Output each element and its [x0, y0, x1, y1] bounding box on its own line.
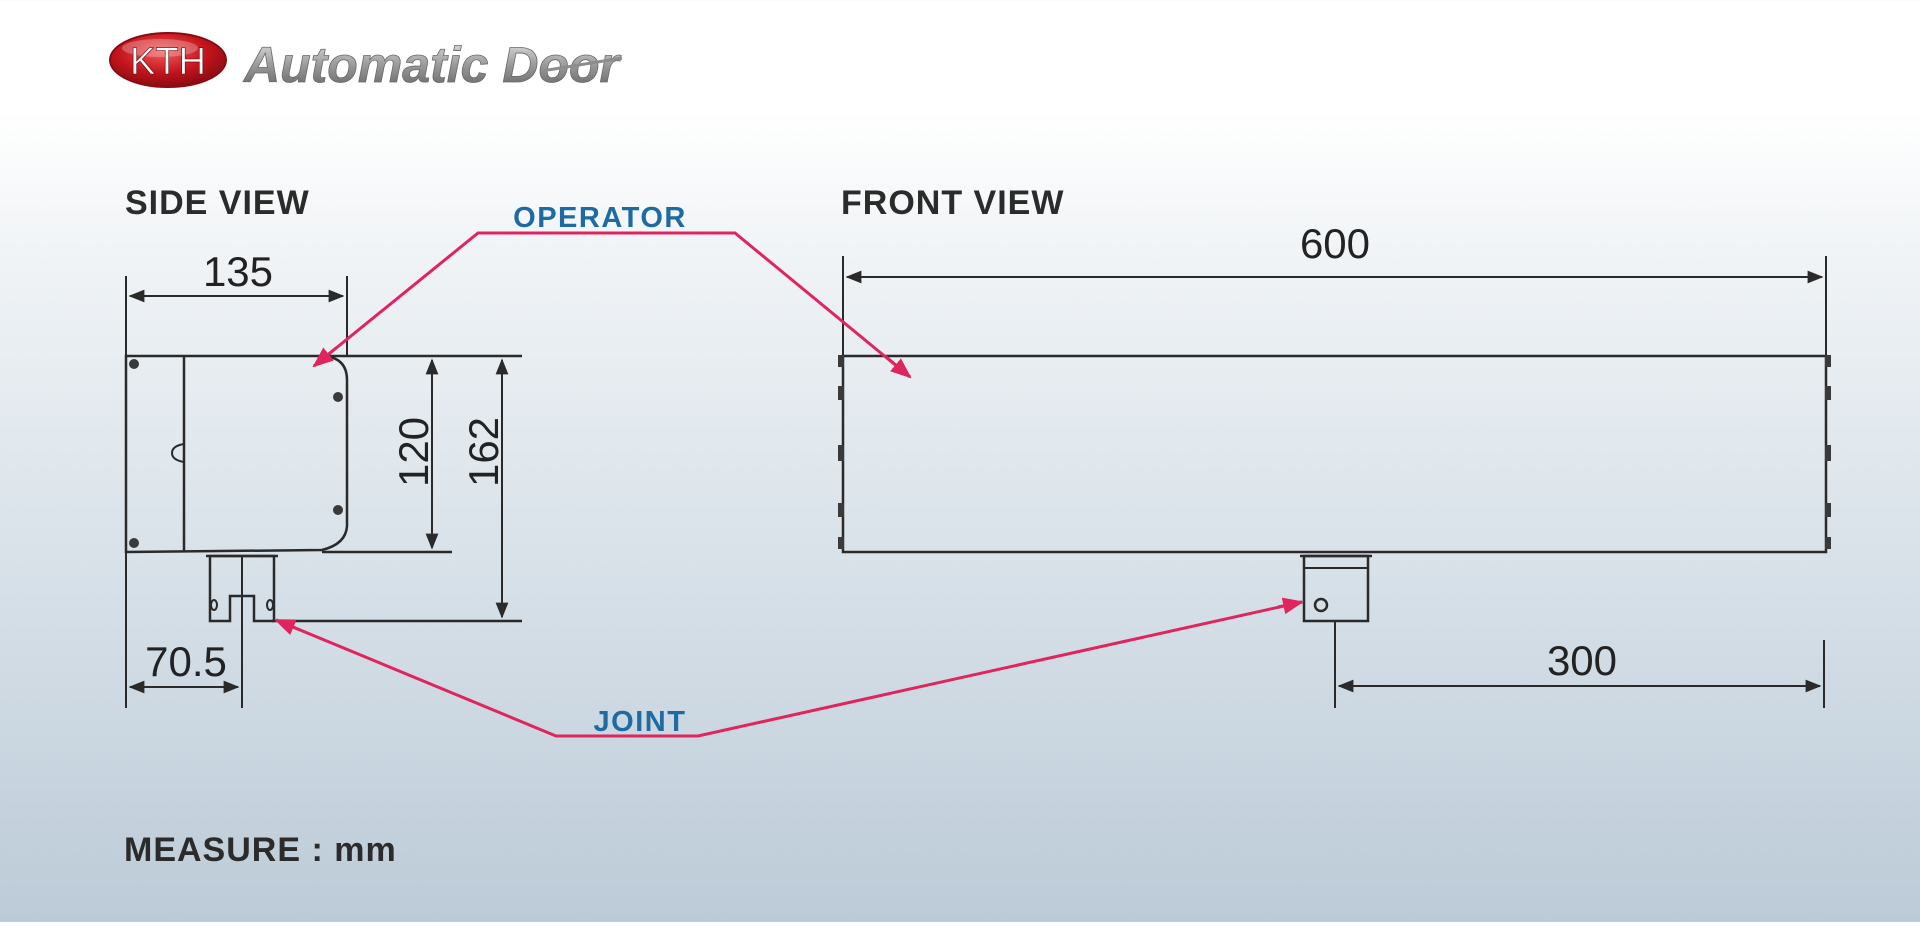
operator-side-body	[124, 354, 349, 554]
joint-side	[208, 554, 276, 623]
logo-brand: KTH	[130, 41, 206, 83]
operator-leader-line	[313, 231, 911, 379]
company-logo: KTH Automatic Door	[109, 32, 623, 93]
dim-joint-offset: 70.5	[145, 638, 227, 685]
joint-leader-line	[275, 600, 1303, 738]
cover-notch	[170, 443, 185, 463]
front-view-heading: FRONT VIEW	[841, 184, 1064, 222]
front-view-drawing: 600 300	[838, 220, 1831, 708]
logo-oval	[109, 32, 227, 88]
side-view-drawing: 135 120 162 70.5	[124, 248, 522, 708]
operator-label: OPERATOR	[513, 202, 687, 234]
joint-front	[1302, 554, 1370, 623]
dim-side-width: 135	[203, 248, 273, 295]
logo-product: Automatic Door	[242, 37, 622, 93]
end-cap-tabs	[838, 355, 1831, 549]
operator-callout: OPERATOR	[312, 202, 912, 379]
screws	[129, 359, 343, 548]
dim-joint-position: 300	[1547, 637, 1617, 684]
dim-body-height: 120	[390, 417, 437, 487]
dim-total-height: 162	[460, 417, 507, 487]
dim-front-length: 600	[1300, 220, 1370, 267]
joint-label: JOINT	[594, 706, 687, 738]
joint-callout: JOINT	[274, 597, 1305, 738]
measure-unit-note: MEASURE : mm	[124, 831, 397, 869]
operator-front-body	[841, 354, 1828, 554]
side-view-heading: SIDE VIEW	[125, 184, 310, 222]
